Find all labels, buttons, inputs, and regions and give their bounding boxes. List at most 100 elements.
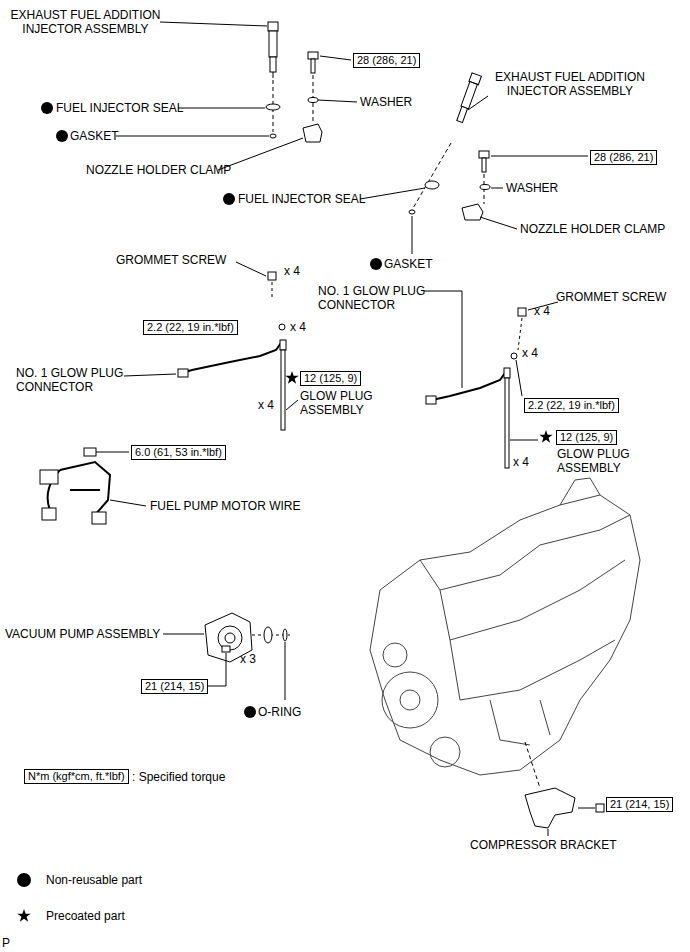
right-clamp-bolt (462, 204, 483, 220)
vacuum-pump (264, 627, 272, 643)
compressor-bracket (525, 742, 604, 828)
part-label: COMPRESSOR BRACKET (470, 838, 617, 852)
non-reusable-mark (17, 873, 31, 887)
engine (420, 515, 630, 590)
right-injector (412, 143, 451, 210)
torque-value: 28 (286, 21) (594, 151, 653, 163)
leader-line (96, 22, 588, 836)
torque-box: 28 (286, 21) (353, 53, 420, 68)
part-label: WASHER (506, 181, 558, 195)
legend-text: : Specified torque (132, 770, 225, 784)
torque-box: 21 (214, 15) (606, 797, 673, 812)
torque-box: 12 (125, 9) (556, 430, 617, 445)
part-label: O-RING (258, 705, 301, 719)
torque-box: 2.2 (22, 19 in.*lbf) (524, 398, 619, 413)
engine (450, 640, 615, 700)
engine (490, 700, 550, 745)
torque-value: 12 (125, 9) (560, 431, 613, 443)
torque-box: 12 (125, 9) (300, 371, 361, 386)
right-glow-plug-set (518, 318, 522, 350)
leader-line (226, 653, 227, 686)
leader-line (163, 634, 204, 635)
part-label: FUEL INJECTOR SEAL (238, 192, 365, 206)
fuel-pump-wire (40, 448, 110, 524)
part-label: NOZZLE HOLDER CLAMP (86, 163, 231, 177)
leader-line (510, 440, 538, 441)
left-glow-plug-set (279, 324, 285, 330)
left-glow-plug-set (178, 369, 188, 377)
legend-row: Non-reusable part (46, 873, 142, 887)
leader-line (286, 400, 298, 410)
leader-line (320, 56, 351, 60)
left-glow-plug-set (272, 282, 273, 300)
torque-value: 28 (286, 21) (357, 54, 416, 66)
left-injector (269, 31, 277, 57)
right-glow-plug-set (505, 378, 509, 468)
right-glow-plug-set (426, 308, 526, 468)
right-injector (457, 106, 468, 122)
quantity-label: x 4 (534, 304, 550, 318)
quantity-label: x 4 (290, 320, 306, 334)
vacuum-pump (225, 633, 235, 643)
torque-box: N*m (kgf*cm, ft.*lbf) (24, 769, 129, 784)
part-label: EXHAUST FUEL ADDITION INJECTOR ASSEMBLY (3, 8, 168, 36)
leader-line (548, 829, 549, 836)
right-clamp-bolt (479, 151, 489, 158)
left-glow-plug-set (268, 272, 276, 280)
vacuum-pump (283, 629, 287, 641)
fuel-pump-wire (84, 448, 96, 456)
part-label: NO. 1 GLOW PLUG CONNECTOR (16, 366, 141, 394)
engine (370, 495, 640, 775)
engine (400, 690, 420, 710)
legend-row: : Specified torque (132, 770, 225, 784)
fuel-pump-wire (92, 512, 106, 524)
non-reusable-mark (41, 102, 53, 114)
leader-line (424, 291, 462, 292)
left-injector (270, 134, 276, 138)
non-reusable-mark (244, 706, 256, 718)
part-label: VACUUM PUMP ASSEMBLY (5, 627, 160, 641)
precoated-mark (17, 909, 30, 922)
part-label: NOZZLE HOLDER CLAMP (520, 222, 665, 236)
leader-line (491, 188, 503, 189)
right-injector (455, 73, 481, 123)
legend-text: Precoated part (46, 909, 125, 923)
torque-box: 21 (214, 15) (141, 679, 208, 694)
non-reusable-mark (223, 193, 235, 205)
engine (382, 672, 438, 728)
part-label: GASKET (384, 257, 433, 271)
leader-line (285, 642, 286, 700)
engine (560, 478, 600, 505)
part-label: NO. 1 GLOW PLUG CONNECTOR (318, 284, 443, 312)
part-label: FUEL INJECTOR SEAL (56, 101, 183, 115)
compressor-bracket (525, 742, 540, 788)
left-injector (266, 104, 280, 110)
right-glow-plug-set (511, 353, 517, 359)
part-label: GROMMET SCREW (556, 290, 666, 304)
torque-box: 2.2 (22, 19 in.*lbf) (143, 320, 238, 335)
leader-line (412, 216, 413, 254)
quantity-label: x 4 (258, 398, 274, 412)
torque-value: 6.0 (61, 53 in.*lbf) (135, 446, 222, 458)
part-label: GROMMET SCREW (116, 253, 226, 267)
left-glow-plug-set (178, 272, 286, 430)
torque-value: 2.2 (22, 19 in.*lbf) (528, 399, 615, 411)
non-reusable-mark (17, 102, 382, 887)
part-label: P (2, 936, 10, 950)
leader-line (178, 108, 265, 109)
torque-box: 28 (286, 21) (590, 150, 657, 165)
leader-line (360, 188, 425, 199)
leader-line (516, 360, 522, 396)
right-injector (409, 73, 481, 214)
left-glow-plug-set (182, 340, 283, 373)
leader-line (491, 156, 588, 157)
right-clamp-bolt (480, 185, 490, 190)
right-clamp-bolt (462, 151, 490, 220)
leader-line (116, 136, 269, 137)
part-label: FUEL PUMP MOTOR WIRE (150, 499, 300, 513)
left-clamp-bolt (303, 124, 322, 142)
quantity-label: x 4 (522, 346, 538, 360)
left-glow-plug-set (280, 340, 286, 350)
part-label: GASKET (70, 129, 119, 143)
